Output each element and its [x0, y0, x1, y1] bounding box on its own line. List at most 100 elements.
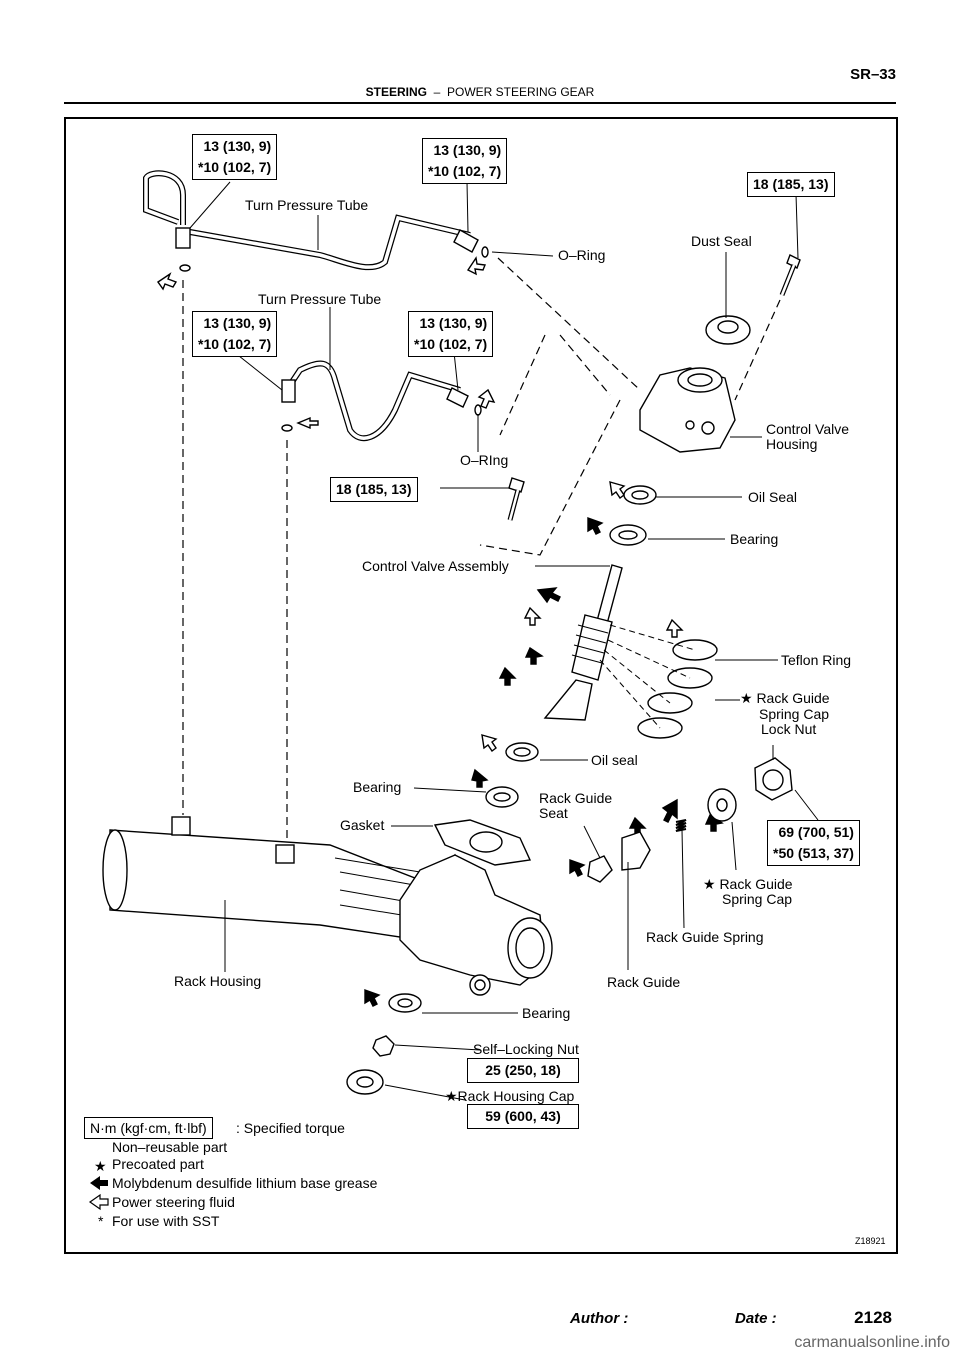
label-rack-guide: Rack Guide — [607, 974, 681, 990]
control-valve-assembly — [543, 564, 623, 721]
label-oil-seal-upper: Oil Seal — [748, 489, 798, 505]
torque-box-self-locking-nut: 25 (250, 18) — [467, 1058, 579, 1083]
bearing-lower — [388, 993, 422, 1013]
subsection-name: POWER STEERING GEAR — [447, 85, 595, 99]
label-rack-housing-cap: ★Rack Housing Cap — [445, 1088, 575, 1104]
footer-author: Author : — [570, 1310, 629, 1327]
torque-box-lock-nut: 69 (700, 51) *50 (513, 37) — [767, 820, 860, 866]
label-bearing-lower: Bearing — [522, 1005, 571, 1021]
torque-sst-value: *10 (102, 7) — [414, 336, 488, 352]
torque-box-upper-left: 13 (130, 9) *10 (102, 7) — [192, 134, 278, 180]
bolt-upper — [779, 254, 801, 296]
label-control-valve-assembly: Control Valve Assembly — [362, 558, 509, 574]
header-separator: – — [433, 85, 441, 99]
section-name: STEERING — [365, 85, 427, 99]
label-bearing-middle: Bearing — [353, 779, 402, 795]
label-teflon-ring: Teflon Ring — [781, 652, 852, 668]
diagram-frame — [64, 117, 898, 1254]
rack-guide-spring — [675, 819, 687, 832]
watermark: carmanualsonline.info — [794, 1334, 950, 1351]
header-title: STEERING – POWER STEERING GEAR — [64, 85, 896, 99]
label-rack-guide-seat-1: Rack Guide — [539, 790, 613, 806]
torque-value: 13 (130, 9) — [419, 315, 488, 331]
figure-code: Z18921 — [855, 1236, 886, 1246]
control-valve-housing — [639, 367, 736, 453]
rack-guide-seat — [587, 855, 613, 883]
legend-sst: For use with SST — [112, 1213, 220, 1229]
label-rack-guide-seat-2: Seat — [539, 805, 568, 821]
label-control-valve-housing-2: Housing — [766, 436, 818, 452]
turn-pressure-tube-upper — [143, 170, 479, 271]
rack-housing — [102, 816, 553, 996]
label-o-ring-lower: O–RIng — [460, 452, 509, 468]
self-locking-nut — [372, 1035, 395, 1057]
leader-lines — [189, 181, 819, 1101]
label-rack-guide-spring: Rack Guide Spring — [646, 929, 764, 945]
footer-date: Date : — [735, 1310, 777, 1327]
legend-precoated-star-icon: ★ — [94, 1158, 107, 1174]
gasket — [433, 819, 532, 866]
o-ring-4 — [474, 404, 482, 416]
label-dust-seal: Dust Seal — [691, 233, 752, 249]
legend-unit-desc: : Specified torque — [236, 1120, 345, 1136]
dust-seal — [705, 315, 751, 345]
torque-value: 13 (130, 9) — [433, 142, 502, 158]
torque-sst-value: *50 (513, 37) — [773, 845, 854, 861]
torque-value: 13 (130, 9) — [203, 315, 272, 331]
torque-box-lower-right: 13 (130, 9) *10 (102, 7) — [408, 311, 494, 357]
label-rack-housing: Rack Housing — [174, 973, 262, 989]
bearing-upper — [609, 524, 647, 546]
teflon-guides — [599, 624, 696, 729]
lock-nut — [754, 757, 793, 801]
torque-box-rack-housing-cap: 59 (600, 43) — [467, 1104, 579, 1129]
torque-value: 13 (130, 9) — [203, 138, 272, 154]
page-header: STEERING – POWER STEERING GEAR SR–33 — [64, 66, 896, 104]
label-o-ring-upper: O–Ring — [558, 247, 606, 263]
label-control-valve-housing-1: Control Valve — [766, 421, 850, 437]
o-ring-1 — [179, 264, 191, 272]
legend-unit-box: N·m (kgf·cm, ft·lbf) — [84, 1117, 213, 1139]
torque-box-lower-left: 13 (130, 9) *10 (102, 7) — [192, 311, 278, 357]
torque-box-bolt-upper: 18 (185, 13) — [747, 172, 835, 197]
label-oil-seal-lower: Oil seal — [591, 752, 638, 768]
o-ring-2 — [481, 246, 489, 258]
rack-guide — [621, 831, 651, 871]
label-rack-guide-spring-cap-2: Spring Cap — [722, 891, 793, 907]
legend-power-steering-fluid: Power steering fluid — [112, 1194, 235, 1210]
label-turn-pressure-tube-lower: Turn Pressure Tube — [258, 291, 382, 307]
label-rack-guide-spring-cap-1: ★ Rack Guide — [703, 876, 793, 892]
label-rack-guide-spring-cap-lock-nut-1: ★ Rack Guide — [740, 690, 830, 706]
torque-sst-value: *10 (102, 7) — [198, 336, 272, 352]
torque-value: 18 (185, 13) — [336, 481, 412, 497]
torque-value: 69 (700, 51) — [778, 824, 854, 840]
dashed-guides — [182, 257, 781, 840]
fluid-arrows — [157, 256, 684, 753]
page-code: SR–33 — [850, 66, 896, 83]
torque-sst-value: *10 (102, 7) — [428, 163, 502, 179]
torque-box-bolt-lower: 18 (185, 13) — [330, 477, 418, 502]
rack-guide-spring-cap — [707, 788, 737, 822]
torque-value: 18 (185, 13) — [753, 176, 829, 192]
label-turn-pressure-tube-upper: Turn Pressure Tube — [245, 197, 369, 213]
label-rack-guide-spring-cap-lock-nut-2: Spring Cap — [759, 706, 830, 722]
legend-moly-grease: Molybdenum desulfide lithium base grease — [112, 1175, 378, 1191]
bearing-middle — [485, 786, 519, 808]
torque-sst-value: *10 (102, 7) — [198, 159, 272, 175]
oil-seal-upper — [623, 485, 657, 505]
torque-value: 59 (600, 43) — [485, 1108, 561, 1124]
rack-housing-cap — [346, 1069, 384, 1095]
teflon-rings — [637, 639, 718, 739]
oil-seal-lower — [505, 742, 539, 762]
label-self-locking-nut: Self–Locking Nut — [473, 1041, 579, 1057]
legend-sst-asterisk: * — [98, 1213, 104, 1229]
label-gasket: Gasket — [340, 817, 385, 833]
turn-pressure-tube-lower — [281, 360, 469, 442]
torque-value: 25 (250, 18) — [485, 1062, 561, 1078]
o-ring-3 — [281, 424, 293, 432]
footer-page-number: 2128 — [854, 1308, 892, 1327]
label-rack-guide-spring-cap-lock-nut-3: Lock Nut — [761, 721, 817, 737]
bolt-lower — [507, 477, 525, 521]
legend-non-reusable: Non–reusable part — [112, 1139, 228, 1155]
label-bearing-upper: Bearing — [730, 531, 779, 547]
